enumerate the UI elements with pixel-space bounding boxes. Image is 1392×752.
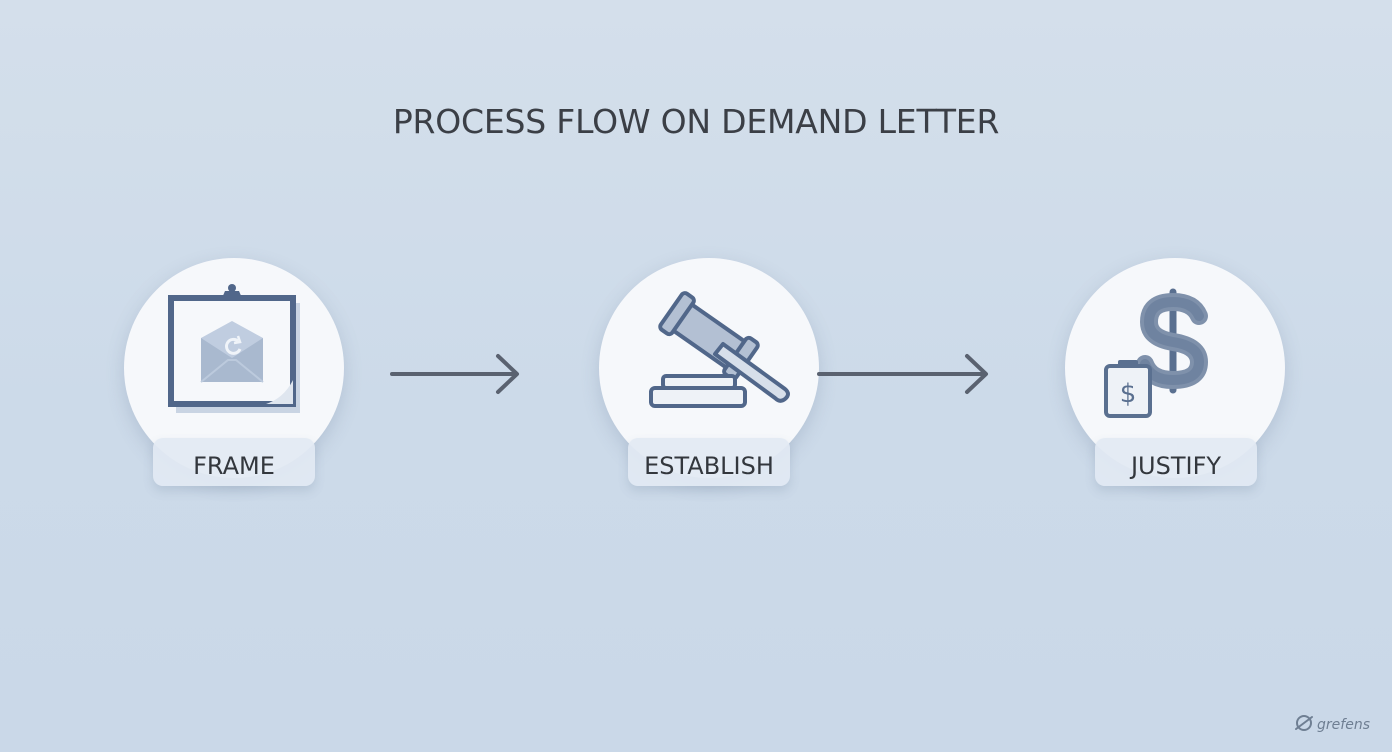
arrow-right-icon: [390, 354, 519, 394]
step-frame-label: FRAME: [153, 438, 315, 486]
watermark-logo-icon: [1293, 714, 1315, 736]
gavel-icon: [649, 291, 790, 408]
dollar-sign-icon: $: [1104, 288, 1209, 418]
step-justify-label: JUSTIFY: [1095, 438, 1257, 486]
framed-envelope-icon: [168, 284, 300, 413]
diagram-title: PROCESS FLOW ON DEMAND LETTER: [392, 102, 1000, 141]
arrow-right-icon: [817, 354, 988, 394]
watermark-text: grefens: [1317, 717, 1370, 733]
watermark: grefens: [1293, 714, 1370, 736]
step-establish-label: ESTABLISH: [628, 438, 790, 486]
svg-text:$: $: [1120, 379, 1137, 409]
